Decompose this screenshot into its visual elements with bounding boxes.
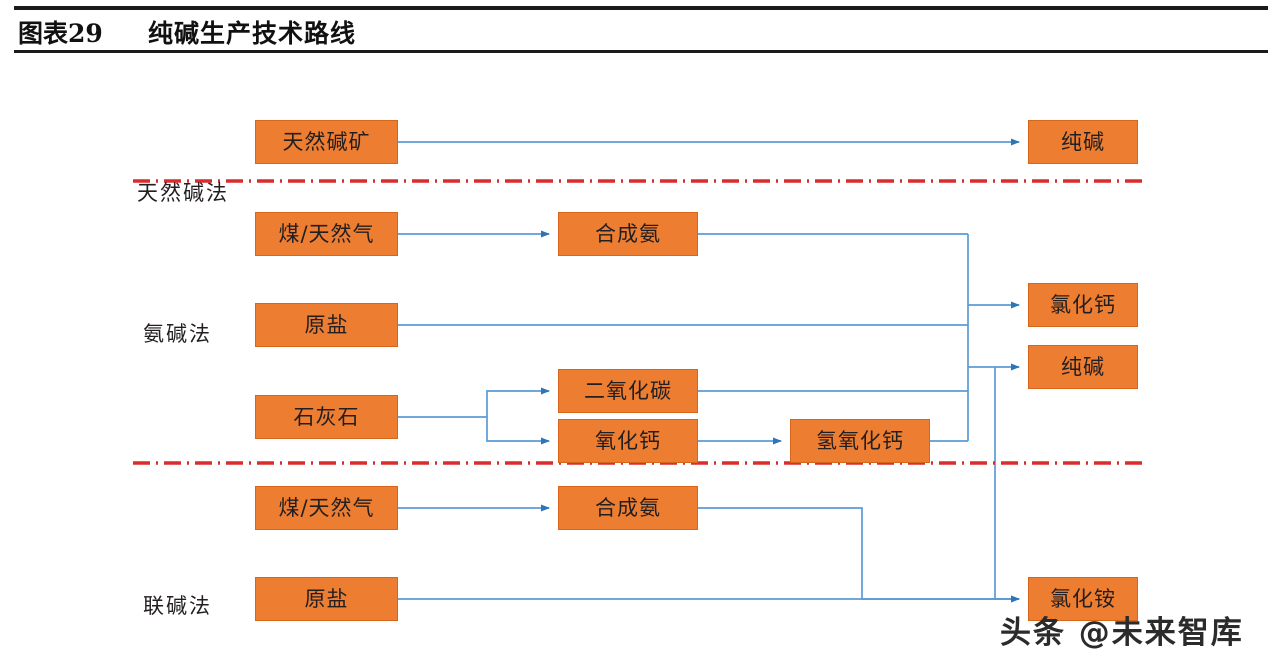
node-synthetic-ammonia-1[interactable]: 合成氨 (558, 212, 698, 256)
header-rule-bottom (14, 50, 1268, 53)
edge-ammonia2-to-nh4cl (698, 507, 1019, 600)
flowchart-canvas: 天然碱法 氨碱法 联碱法 天然碱矿 纯碱 煤/天然气 合成氨 原盐 石灰石 二氧… (0, 53, 1282, 664)
figure-number: 图表29 (18, 19, 103, 48)
edge-limestone-to-cao (486, 417, 550, 445)
edge-soda-down-to-nh4cl (994, 367, 1020, 603)
header-rule-top (14, 6, 1268, 10)
edge-limestone-to-co2 (486, 387, 550, 417)
node-soda-ash-natural[interactable]: 纯碱 (1028, 120, 1138, 164)
connector-layer (133, 138, 1145, 603)
node-calcium-oxide[interactable]: 氧化钙 (558, 419, 698, 463)
node-coal-gas-combined[interactable]: 煤/天然气 (255, 486, 398, 530)
node-trona-ore[interactable]: 天然碱矿 (255, 120, 398, 164)
node-carbon-dioxide[interactable]: 二氧化碳 (558, 369, 698, 413)
group-label-ammonia: 氨碱法 (143, 322, 212, 346)
node-raw-salt-combined[interactable]: 原盐 (255, 577, 398, 621)
group-label-combined: 联碱法 (143, 594, 212, 618)
node-calcium-hydroxide[interactable]: 氢氧化钙 (790, 419, 930, 463)
figure-title: 纯碱生产技术路线 (148, 19, 357, 48)
group-label-natural: 天然碱法 (137, 181, 229, 205)
node-coal-gas-ammonia[interactable]: 煤/天然气 (255, 212, 398, 256)
node-ammonium-chloride[interactable]: 氯化铵 (1028, 577, 1138, 621)
node-synthetic-ammonia-2[interactable]: 合成氨 (558, 486, 698, 530)
node-raw-salt-ammonia[interactable]: 原盐 (255, 303, 398, 347)
node-soda-ash-ammonia[interactable]: 纯碱 (1028, 345, 1138, 389)
node-limestone[interactable]: 石灰石 (255, 395, 398, 439)
watermark: 头条 @未来智库 (1000, 615, 1244, 651)
node-calcium-chloride[interactable]: 氯化钙 (1028, 283, 1138, 327)
